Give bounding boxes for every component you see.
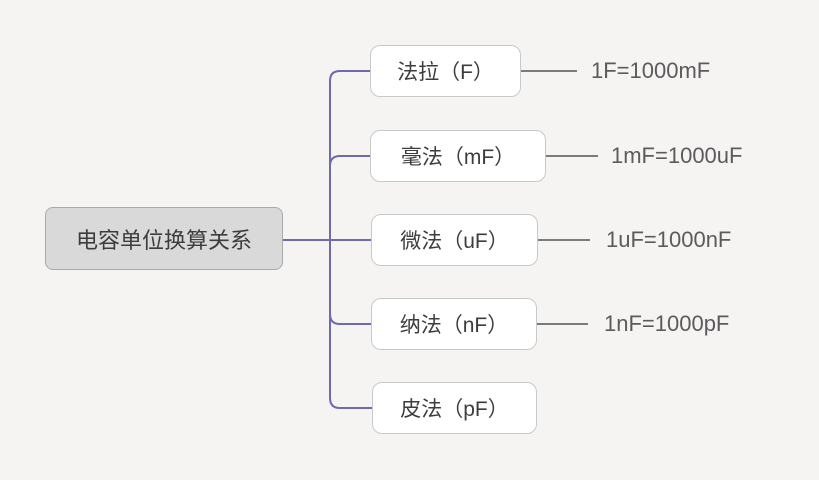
child-node-nanofarad-label: 纳法（nF）	[399, 314, 509, 337]
child-node-farad[interactable]: 法拉（F）	[370, 45, 521, 97]
child-node-millifarad-label: 毫法（mF）	[400, 146, 516, 169]
note-nanofarad-conversion[interactable]: 1nF=1000pF	[604, 311, 730, 336]
child-node-picofarad[interactable]: 皮法（pF）	[372, 382, 537, 434]
child-node-millifarad[interactable]: 毫法（mF）	[370, 130, 546, 182]
note-microfarad-conversion[interactable]: 1uF=1000nF	[606, 227, 732, 252]
root-node-label: 电容单位换算关系	[75, 227, 252, 253]
branch-line-picofarad	[329, 239, 373, 409]
branch-line-farad	[329, 70, 372, 241]
child-node-picofarad-label: 皮法（pF）	[400, 398, 509, 421]
child-node-farad-label: 法拉（F）	[397, 61, 494, 84]
child-node-microfarad[interactable]: 微法（uF）	[371, 214, 538, 266]
note-farad-conversion[interactable]: 1F=1000mF	[591, 58, 711, 83]
root-node[interactable]: 电容单位换算关系	[45, 207, 283, 270]
child-node-nanofarad[interactable]: 纳法（nF）	[371, 298, 537, 350]
child-node-microfarad-label: 微法（uF）	[400, 230, 509, 253]
branch-line-millifarad	[329, 155, 372, 241]
branch-line-nanofarad	[329, 239, 372, 325]
note-millifarad-conversion[interactable]: 1mF=1000uF	[611, 143, 743, 168]
